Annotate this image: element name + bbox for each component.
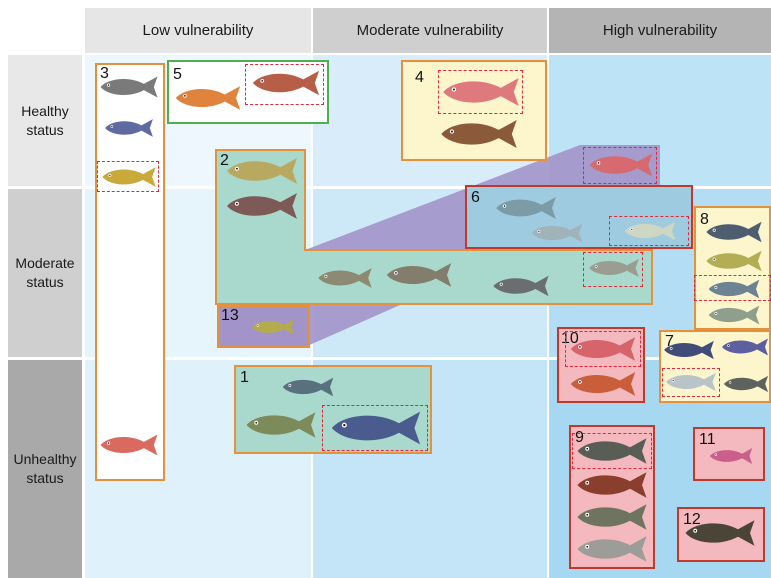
fish-icon — [709, 306, 760, 325]
fish-icon — [532, 224, 583, 243]
fish-icon — [578, 438, 647, 464]
fish-icon — [100, 434, 157, 455]
fish-icon — [247, 412, 316, 438]
fish-icon — [496, 197, 556, 219]
fish-icon — [589, 259, 639, 277]
fish-icon — [571, 372, 635, 396]
fish-icon — [578, 472, 647, 498]
fish-icon — [252, 319, 294, 335]
fish-icon — [387, 263, 451, 287]
fish-icon — [318, 268, 371, 288]
fish-icon — [686, 520, 755, 546]
fish-icon — [227, 158, 297, 184]
fish-icon — [493, 276, 548, 296]
fish-icon — [706, 222, 761, 242]
fish-icon — [571, 337, 635, 361]
fish-icon — [578, 536, 647, 562]
fish-icon — [710, 448, 752, 464]
fish-icon — [283, 378, 334, 397]
fish-icon — [578, 504, 647, 530]
fish-icon — [724, 376, 768, 392]
fish-icon — [722, 339, 768, 356]
fish-icon — [664, 341, 714, 359]
fish-icon — [441, 120, 516, 148]
fish-icon — [253, 71, 319, 95]
fish-icon — [100, 76, 157, 97]
fish-icon — [105, 119, 153, 137]
fish-icon — [666, 373, 716, 391]
fish-icon — [706, 251, 761, 271]
fish-icon — [176, 86, 240, 110]
fish-icon — [102, 167, 155, 187]
fish-icon — [709, 280, 760, 299]
fish-icon — [227, 193, 297, 219]
fish-icon — [625, 222, 676, 241]
fish-icon — [590, 153, 653, 176]
fish-icon — [443, 78, 518, 106]
fish-icon — [332, 412, 420, 445]
